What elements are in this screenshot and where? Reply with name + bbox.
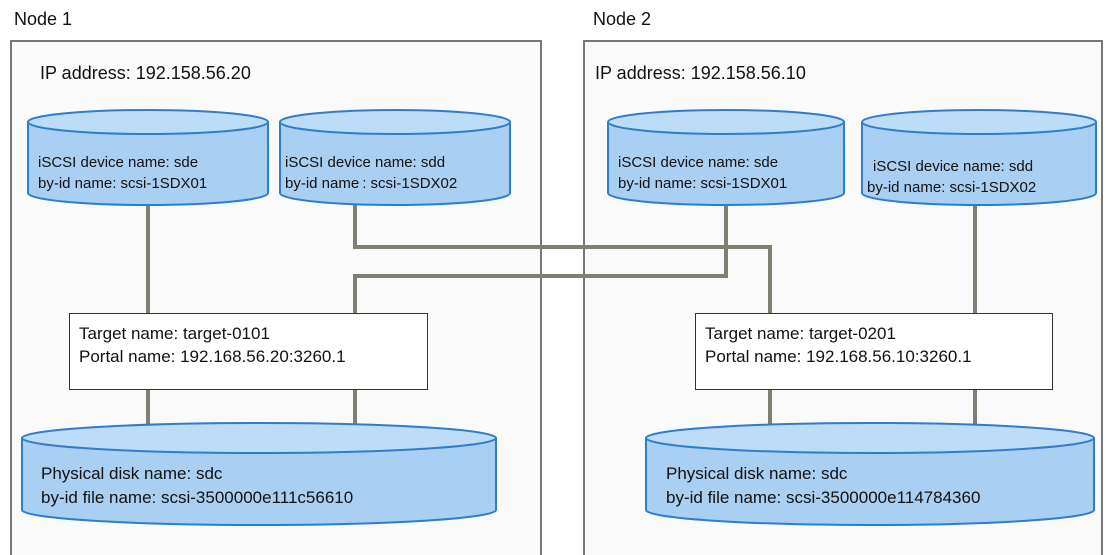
node1-iscsi-disk-sde: [27, 109, 269, 206]
node2-sde-byid-name: by-id name: scsi-1SDX01: [618, 175, 788, 192]
node1-physical-disk-name: Physical disk name: sdc: [41, 464, 223, 483]
node1-title: Node 1: [14, 9, 73, 29]
node2-sde-device-name: iSCSI device name: sde: [618, 154, 779, 171]
node1-target-box: Target name: target-0101 Portal name: 19…: [69, 313, 428, 390]
node2-physical-disk-name: Physical disk name: sdc: [666, 464, 848, 483]
node1-target-name: Target name: target-0101: [79, 324, 270, 343]
node1-iscsi-disk-sdd: [279, 109, 511, 206]
node2-target-name: Target name: target-0201: [705, 324, 896, 343]
node2-iscsi-disk-sdd: [861, 109, 1097, 206]
node2-physical-disk-byid: by-id file name: scsi-3500000e114784360: [666, 488, 981, 507]
node1-sde-byid-name: by-id name: scsi-1SDX01: [38, 175, 208, 192]
node2-title: Node 2: [593, 9, 652, 29]
node1-physical-disk: [21, 422, 497, 526]
node2-physical-disk: [645, 422, 1095, 526]
node2-sdd-byid-name: by-id name: scsi-1SDX02: [867, 179, 1037, 196]
node2-iscsi-disk-sde: [607, 109, 845, 206]
node1-sdd-byid-name: by-id name : scsi-1SDX02: [285, 175, 458, 192]
connector-n1-sdd-to-n2-target: [353, 205, 772, 313]
node1-physical-disk-byid: by-id file name: scsi-3500000e111c56610: [41, 488, 354, 507]
node1-sdd-device-name: iSCSI device name: sdd: [285, 154, 446, 171]
node1-sde-device-name: iSCSI device name: sde: [38, 154, 199, 171]
node2-ip-address: IP address: 192.158.56.10: [595, 63, 806, 83]
node2-target-box: Target name: target-0201 Portal name: 19…: [695, 313, 1053, 390]
node1-portal-name: Portal name: 192.168.56.20:3260.1: [79, 347, 346, 366]
node2-portal-name: Portal name: 192.168.56.10:3260.1: [705, 347, 972, 366]
node2-sdd-device-name: iSCSI device name: sdd: [873, 158, 1034, 175]
connector-n2-sde-to-n1-target: [353, 205, 728, 313]
node1-ip-address: IP address: 192.158.56.20: [40, 63, 251, 83]
